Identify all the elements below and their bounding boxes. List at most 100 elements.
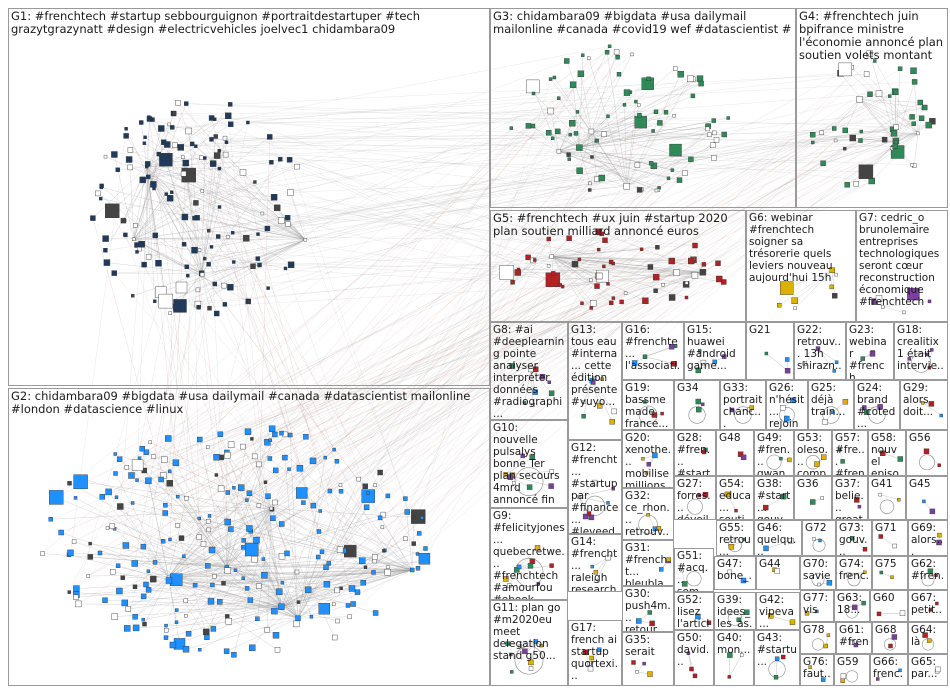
group-panel-g50[interactable]: G50: david... xyxy=(674,630,714,686)
group-panel-g25[interactable]: G25: déjà train... xyxy=(808,380,854,430)
group-label-g54: G54: educa... soutie... xyxy=(719,478,751,520)
group-panel-g21[interactable]: G21 xyxy=(746,322,794,380)
group-panel-g74[interactable]: G74: frenc... xyxy=(836,556,872,590)
group-panel-g28[interactable]: G28: #fren... #start... récap... xyxy=(674,430,716,476)
group-panel-g72[interactable]: G72 xyxy=(802,520,836,556)
group-label-g20: G20: xenothe... mobilise millions... xyxy=(625,432,671,488)
group-panel-g4[interactable]: G4: #frenchtech juin bpifrance ministre … xyxy=(796,8,948,208)
group-panel-g54[interactable]: G54: educa... soutie... xyxy=(716,476,754,520)
group-panel-g10[interactable]: G10: nouvelle pulsalys bonne Ter plan se… xyxy=(490,420,568,508)
group-label-g45: G45 xyxy=(909,478,945,490)
group-panel-g75[interactable]: G75 xyxy=(872,556,908,590)
group-panel-g36[interactable]: G36 xyxy=(794,476,832,520)
group-panel-g48[interactable]: G48 xyxy=(716,430,754,476)
group-panel-g6[interactable]: G6: webinar #frenchtech soigner sa tréso… xyxy=(746,210,856,322)
group-label-g17: G17: french ai startup quortexi... xyxy=(571,622,619,682)
group-panel-g66[interactable]: G66: frenc... xyxy=(870,654,908,686)
group-panel-g9[interactable]: G9: #felicityjones... quebecretwe... #fr… xyxy=(490,508,568,600)
group-panel-g51[interactable]: G51: #acq... som... xyxy=(674,548,714,592)
group-panel-g3[interactable]: G3: chidambara09 #bigdata #usa dailymail… xyxy=(490,8,796,208)
group-panel-g30[interactable]: G30: push4m... retour... xyxy=(622,586,674,632)
group-panel-g40[interactable]: G40: mon... xyxy=(714,630,754,686)
group-panel-g31[interactable]: G31: #frencht... bleubla... xyxy=(622,540,674,586)
group-panel-g55[interactable]: G55: retrou... xyxy=(716,520,754,556)
group-panel-g22[interactable]: G22: retrouv... 13h shirazn... xyxy=(794,322,846,380)
group-panel-g35[interactable]: G35: serait xyxy=(622,632,674,686)
group-panel-g62[interactable]: G62: #fren... xyxy=(908,556,948,590)
group-panel-g20[interactable]: G20: xenothe... mobilise millions... xyxy=(622,430,674,488)
group-panel-g32[interactable]: G32: ce_rhon... retrouv... xyxy=(622,488,674,540)
group-panel-g41[interactable]: G41 xyxy=(868,476,906,520)
group-panel-g39[interactable]: G39: idees_ les_as... xyxy=(714,592,756,630)
group-label-g53: G53: oleso... comp... xyxy=(797,432,829,476)
group-panel-g70[interactable]: G70: savie... xyxy=(800,556,836,590)
group-panel-g38[interactable]: G38: #start... gouv... xyxy=(754,476,794,520)
group-panel-g37[interactable]: G37: belie... great... xyxy=(832,476,868,520)
group-panel-g44[interactable]: G44 xyxy=(756,556,800,590)
group-label-g68: G68 xyxy=(875,624,905,636)
group-panel-g34[interactable]: G34 xyxy=(674,380,720,430)
group-panel-g26[interactable]: G26: n'hésit... rejoind... xyxy=(766,380,808,430)
group-panel-g15[interactable]: G15: huawei #android game... xyxy=(684,322,746,380)
group-panel-g42[interactable]: G42: vipeva... xyxy=(756,592,800,630)
group-panel-g12[interactable]: G12: #frencht... #startup par #finance..… xyxy=(568,440,622,534)
group-label-g39: G39: idees_ les_as... xyxy=(717,594,753,630)
group-panel-g33[interactable]: G33: portrait chanc... xyxy=(720,380,766,430)
group-panel-g69[interactable]: G69: alors... xyxy=(908,520,948,556)
group-panel-g53[interactable]: G53: oleso... comp... xyxy=(794,430,832,476)
group-panel-g23[interactable]: G23: webinar #french... xyxy=(846,322,894,380)
group-panel-g14[interactable]: G14: #frencht... raleigh research triang… xyxy=(568,534,622,592)
group-panel-g43[interactable]: G43: #startu... xyxy=(754,630,800,686)
group-panel-g68[interactable]: G68 xyxy=(872,622,908,654)
group-panel-g18[interactable]: G18: crealitix1 était intervie... xyxy=(894,322,948,380)
group-panel-g11[interactable]: G11: plan go #m2020eu meet delegation st… xyxy=(490,600,568,686)
group-label-g6: G6: webinar #frenchtech soigner sa tréso… xyxy=(749,212,853,284)
group-panel-g7[interactable]: G7: cedric_o brunolemaire entreprises te… xyxy=(856,210,948,322)
group-label-g50: G50: david... xyxy=(677,632,711,668)
group-panel-g19[interactable]: G19: bassme made france... xyxy=(622,380,674,430)
group-panel-g27[interactable]: G27: forres... dévoile rappo... xyxy=(674,476,716,520)
group-panel-g29[interactable]: G29: alors doit... xyxy=(900,380,948,430)
group-panel-g64[interactable]: G64: là xyxy=(908,622,948,654)
group-panel-g65[interactable]: G65: par... xyxy=(908,654,948,686)
group-panel-g57[interactable]: G57: #fre... #fren... xyxy=(832,430,868,476)
group-panel-g77[interactable]: G77: vis xyxy=(800,590,834,622)
group-panel-g5[interactable]: G5: #frenchtech #ux juin #startup 2020 p… xyxy=(490,210,746,322)
group-label-g61: G61: #fren... xyxy=(839,624,869,654)
group-label-g11: G11: plan go #m2020eu meet delegation st… xyxy=(493,602,565,662)
group-panel-g76[interactable]: G76: faut... xyxy=(800,654,834,686)
group-panel-g17[interactable]: G17: french ai startup quortexi... xyxy=(568,620,622,686)
group-panel-g2[interactable]: G2: chidambara09 #bigdata #usa dailymail… xyxy=(8,388,490,686)
group-panel-g56[interactable]: G56 xyxy=(906,430,948,476)
group-label-g26: G26: n'hésit... rejoind... xyxy=(769,382,805,430)
group-panel-g71[interactable]: G71 xyxy=(872,520,908,556)
group-panel-g16[interactable]: G16: #frenchte... l'associati... privacy… xyxy=(622,322,684,380)
group-panel-g13[interactable]: G13: tous eau #interna... cette édition … xyxy=(568,322,622,440)
group-panel-g60[interactable]: G60 xyxy=(870,590,908,622)
group-label-g28: G28: #fren... #start... récap... xyxy=(677,432,713,476)
group-panel-g61[interactable]: G61: #fren... xyxy=(836,622,872,654)
group-panel-g49[interactable]: G49: #fren... gwan... xyxy=(754,430,794,476)
group-panel-g78[interactable]: G78 xyxy=(800,622,836,654)
group-panel-g45[interactable]: G45 xyxy=(906,476,948,520)
group-label-g35: G35: serait xyxy=(625,634,671,658)
group-panel-g63[interactable]: G63: 18... xyxy=(834,590,870,622)
group-panel-g67[interactable]: G67: petit... xyxy=(908,590,948,622)
group-label-g25: G25: déjà train... xyxy=(811,382,851,418)
group-panel-g52[interactable]: G52: lisez l'articl... xyxy=(674,592,714,630)
group-label-g73: G73: gouv... xyxy=(839,522,869,556)
group-panel-g46[interactable]: G46: quelqu... xyxy=(754,520,802,556)
group-label-g19: G19: bassme made france... xyxy=(625,382,671,430)
group-panel-g47[interactable]: G47: bone_... xyxy=(714,556,756,590)
group-label-g32: G32: ce_rhon... retrouv... xyxy=(625,490,671,540)
group-panel-g8[interactable]: G8: #ai #deeplearning pointe analyser in… xyxy=(490,322,568,420)
group-panel-g58[interactable]: G58: nouvel episo... xyxy=(868,430,906,476)
group-panel-g24[interactable]: G24: brand #coted... xyxy=(854,380,900,430)
group-label-g56: G56 xyxy=(909,432,945,444)
group-label-g21: G21 xyxy=(749,324,791,336)
group-panel-g1[interactable]: G1: #frenchtech #startup sebbourguignon … xyxy=(8,8,490,386)
group-panel-g73[interactable]: G73: gouv... xyxy=(836,520,872,556)
group-label-g13: G13: tous eau #interna... cette édition … xyxy=(571,324,619,408)
group-panel-g59[interactable]: G59 xyxy=(834,654,870,686)
group-label-g5: G5: #frenchtech #ux juin #startup 2020 p… xyxy=(493,212,743,238)
